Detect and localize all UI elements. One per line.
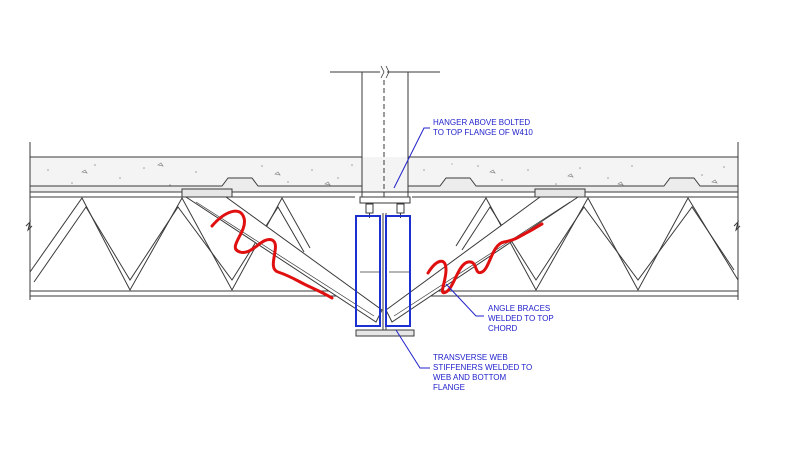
leader-lines — [393, 127, 484, 369]
stiffeners-annotation: TRANSVERSE WEB STIFFENERS WELDED TO WEB … — [433, 353, 532, 393]
hanger-annotation: HANGER ABOVE BOLTED TO TOP FLANGE OF W41… — [433, 118, 533, 138]
stiffeners-annotation-line: TRANSVERSE WEB — [433, 353, 508, 362]
stiffeners-annotation-line: WEB AND BOTTOM — [433, 373, 507, 382]
joist-web-members — [29, 196, 739, 292]
hanger-annotation-line: HANGER ABOVE BOLTED — [433, 118, 531, 127]
angle-braces-annotation: ANGLE BRACES WELDED TO TOP CHORD — [488, 304, 554, 334]
hanger-bolts — [365, 203, 405, 218]
bottom-chord — [30, 290, 738, 297]
stiffeners-annotation-line: FLANGE — [433, 383, 466, 392]
concrete-aggregate-marks — [81, 162, 718, 186]
break-lines — [25, 142, 741, 300]
angle-braces-annotation-line: CHORD — [488, 324, 518, 333]
red-markup-squiggles — [210, 209, 544, 300]
stiffeners-annotation-line: STIFFENERS WELDED TO — [433, 363, 533, 372]
concrete-aggregate-dots — [47, 163, 725, 187]
angle-braces-annotation-line: ANGLE BRACES — [488, 304, 551, 313]
web-stiffener-highlight — [355, 215, 411, 327]
hanger-annotation-line: TO TOP FLANGE OF W410 — [433, 128, 533, 137]
angle-braces-annotation-line: WELDED TO TOP — [488, 314, 554, 323]
angle-braces — [184, 196, 580, 323]
hanger-column — [330, 65, 440, 204]
